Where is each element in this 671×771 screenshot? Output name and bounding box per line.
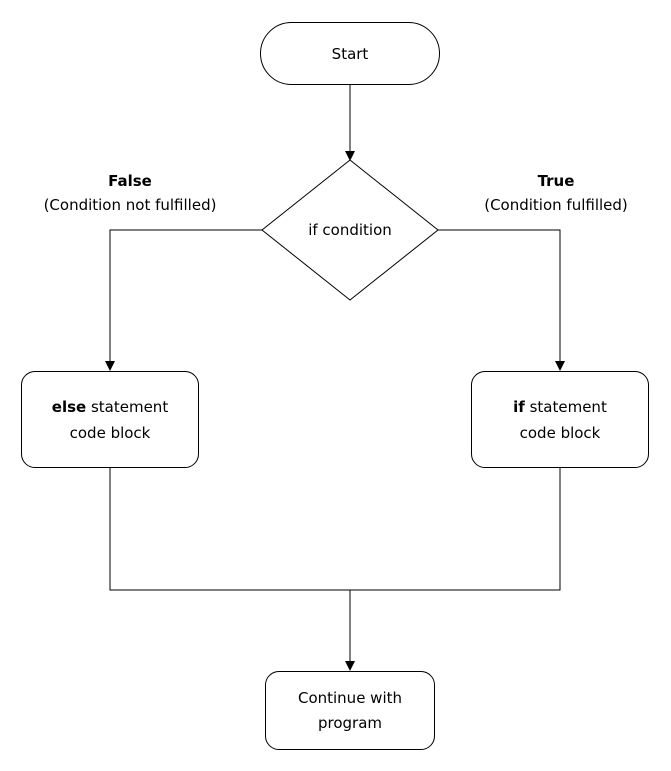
if-box-line1: if statement: [513, 394, 607, 420]
false-sublabel: (Condition not fulfilled): [43, 196, 217, 214]
connector-merge: [109, 468, 561, 591]
else-box-node: else statement code block: [21, 371, 199, 468]
else-keyword: else: [51, 397, 87, 416]
arrowhead-else-box: [105, 361, 115, 371]
if-keyword: if: [513, 397, 525, 416]
continue-line1: Continue with: [297, 688, 403, 707]
condition-diamond-shape: [261, 159, 439, 301]
false-branch-label: False (Condition not fulfilled): [15, 169, 245, 217]
continue-line2: program: [317, 713, 383, 732]
condition-node: if condition: [262, 160, 438, 300]
if-rest: statement: [524, 397, 607, 416]
true-label: True: [537, 172, 575, 190]
else-box-line1: else statement: [52, 394, 168, 420]
connector-true-branch: [438, 229, 561, 362]
true-branch-label: True (Condition fulfilled): [446, 169, 666, 217]
condition-label: if condition: [308, 221, 392, 239]
if-box-line2: code block: [519, 423, 601, 442]
else-rest: statement: [86, 397, 169, 416]
false-label: False: [108, 172, 152, 190]
start-label: Start: [331, 44, 369, 63]
connector-false-branch: [109, 229, 262, 362]
true-sublabel: (Condition fulfilled): [484, 196, 628, 214]
continue-node: Continue with program: [265, 671, 435, 750]
arrowhead-condition: [345, 151, 355, 161]
else-box-line2: code block: [69, 423, 151, 442]
if-box-node: if statement code block: [471, 371, 649, 468]
arrowhead-continue-box: [345, 661, 355, 671]
arrowhead-if-box: [555, 361, 565, 371]
start-node: Start: [260, 22, 440, 85]
